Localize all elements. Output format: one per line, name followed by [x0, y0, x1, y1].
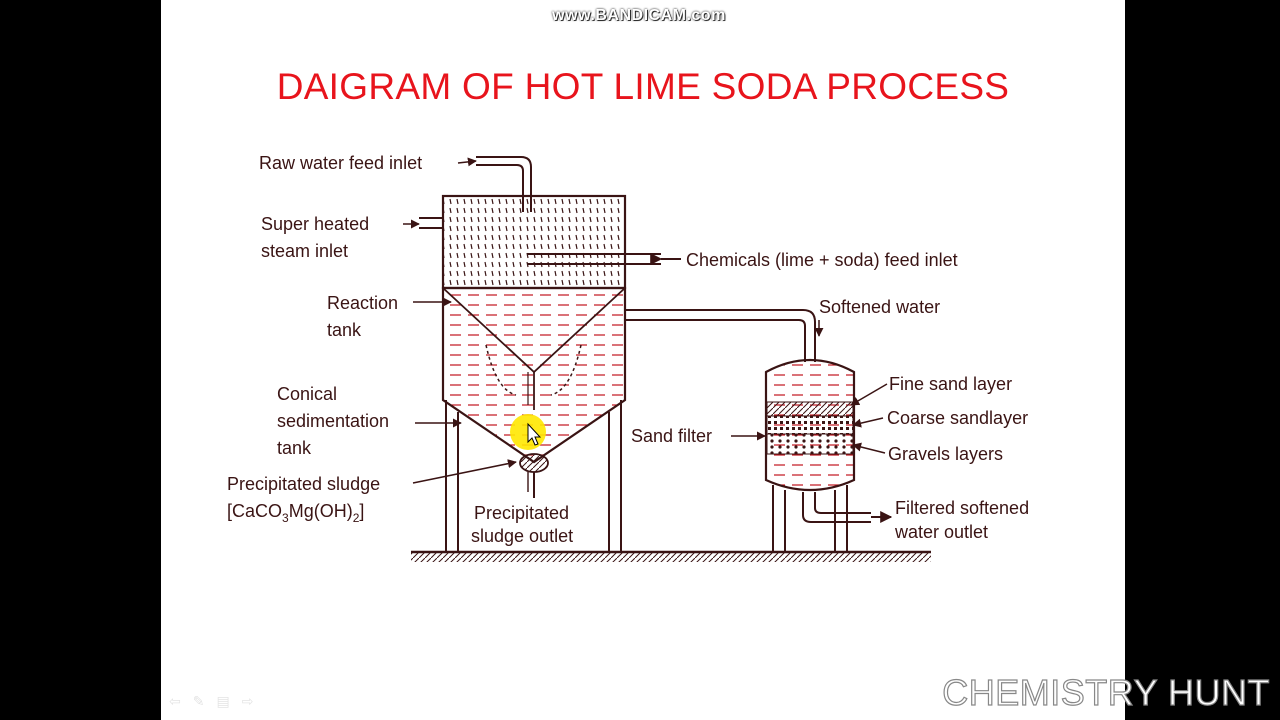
chemicals-inlet-label: Chemicals (lime + soda) feed inlet	[686, 250, 958, 270]
sludge-outlet-label-line2: sludge outlet	[471, 526, 573, 546]
steam-inlet-pipe	[419, 217, 443, 229]
slideshow-nav: ⇦ ✎ ▤ ⇨	[169, 694, 253, 710]
softened-water-pipe	[625, 309, 816, 362]
gravels-label: Gravels layers	[888, 444, 1003, 464]
coarse-sand-label: Coarse sandlayer	[887, 408, 1028, 428]
previous-arrow-icon[interactable]: ⇦	[169, 694, 181, 710]
slide-menu-icon[interactable]: ▤	[216, 694, 230, 710]
steam-inlet-label-line2: steam inlet	[261, 241, 348, 261]
mouse-cursor-highlight	[510, 414, 546, 450]
filtered-outlet-label-line2: water outlet	[894, 522, 988, 542]
raw-water-inlet-label: Raw water feed inlet	[259, 153, 422, 173]
sludge-formula: [CaCO3Mg(OH)2]	[227, 501, 364, 525]
hot-lime-soda-diagram: Raw water feed inlet Super heated steam …	[227, 153, 1029, 562]
conical-tank-label-line2: sedimentation	[277, 411, 389, 431]
sand-filter-vessel	[764, 358, 856, 492]
conical-tank-label-line1: Conical	[277, 384, 337, 404]
filtered-water-outlet-pipe	[802, 492, 893, 523]
next-arrow-icon[interactable]: ⇨	[241, 694, 254, 710]
filtered-outlet-label-line1: Filtered softened	[895, 498, 1029, 518]
softened-water-label: Softened water	[819, 297, 940, 317]
steam-chamber	[441, 194, 627, 290]
reaction-tank-label-line2: tank	[327, 320, 362, 340]
slide: DAIGRAM OF HOT LIME SODA PROCESS	[161, 0, 1125, 720]
steam-inlet-label-line1: Super heated	[261, 214, 369, 234]
chemicals-inlet-pipe	[527, 253, 681, 265]
precipitated-sludge	[519, 453, 549, 498]
slide-title: DAIGRAM OF HOT LIME SODA PROCESS	[276, 66, 1010, 107]
ground-base	[411, 550, 931, 562]
fine-sand-label: Fine sand layer	[889, 374, 1012, 394]
raw-water-inlet-pipe	[476, 156, 532, 212]
reaction-tank	[441, 286, 627, 464]
filter-legs	[772, 485, 848, 552]
sand-filter-label: Sand filter	[631, 426, 712, 446]
pen-icon[interactable]: ✎	[192, 694, 205, 710]
sludge-label-line1: Precipitated sludge	[227, 474, 380, 494]
reaction-tank-label-line1: Reaction	[327, 293, 398, 313]
channel-watermark: CHEMISTRY HUNT	[942, 671, 1270, 713]
label-leaders	[403, 157, 888, 484]
sludge-outlet-label-line1: Precipitated	[474, 503, 569, 523]
bandicam-watermark: www.BANDICAM.com	[552, 7, 726, 24]
conical-tank-label-line3: tank	[277, 438, 312, 458]
